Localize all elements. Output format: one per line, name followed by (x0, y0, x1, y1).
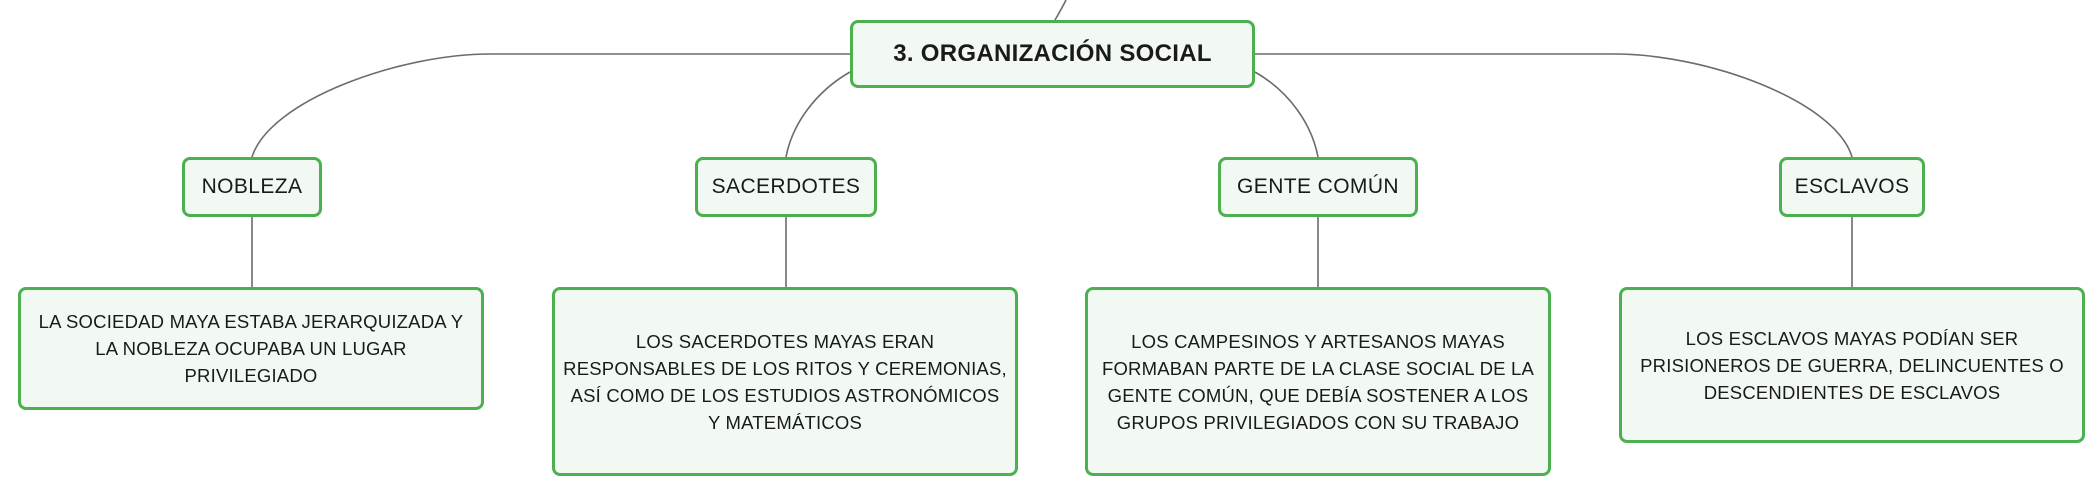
branch-node-esclavos[interactable]: ESCLAVOS (1779, 157, 1925, 217)
description-text-gente-comun: LOS CAMPESINOS Y ARTESANOS MAYAS FORMABA… (1101, 330, 1535, 433)
connector-to-parent (1054, 0, 1067, 21)
description-text-nobleza: LA SOCIEDAD MAYA ESTABA JERARQUIZADA Y L… (38, 311, 464, 386)
description-node-esclavos[interactable]: LOS ESCLAVOS MAYAS PODÍAN SER PRISIONERO… (1619, 287, 2085, 443)
branch-label-nobleza: NOBLEZA (201, 175, 303, 198)
root-topic-label: 3. ORGANIZACIÓN SOCIAL (893, 40, 1212, 67)
connector-root-esclavos (1255, 53, 1853, 158)
connector-root-nobleza (251, 53, 850, 158)
root-topic-node[interactable]: 3. ORGANIZACIÓN SOCIAL (850, 20, 1255, 88)
connector-root-gente-comun (1254, 71, 1319, 158)
branch-label-gente-comun: GENTE COMÚN (1237, 175, 1399, 198)
branch-node-gente-comun[interactable]: GENTE COMÚN (1218, 157, 1418, 217)
description-node-sacerdotes[interactable]: LOS SACERDOTES MAYAS ERAN RESPONSABLES D… (552, 287, 1018, 476)
connector-root-sacerdotes (785, 71, 851, 158)
description-node-nobleza[interactable]: LA SOCIEDAD MAYA ESTABA JERARQUIZADA Y L… (18, 287, 484, 410)
description-node-gente-comun[interactable]: LOS CAMPESINOS Y ARTESANOS MAYAS FORMABA… (1085, 287, 1551, 476)
description-text-esclavos: LOS ESCLAVOS MAYAS PODÍAN SER PRISIONERO… (1640, 327, 2064, 403)
branch-node-nobleza[interactable]: NOBLEZA (182, 157, 322, 217)
branch-node-sacerdotes[interactable]: SACERDOTES (695, 157, 877, 217)
branch-label-esclavos: ESCLAVOS (1794, 175, 1910, 198)
description-text-sacerdotes: LOS SACERDOTES MAYAS ERAN RESPONSABLES D… (563, 330, 1007, 433)
branch-label-sacerdotes: SACERDOTES (711, 175, 861, 198)
